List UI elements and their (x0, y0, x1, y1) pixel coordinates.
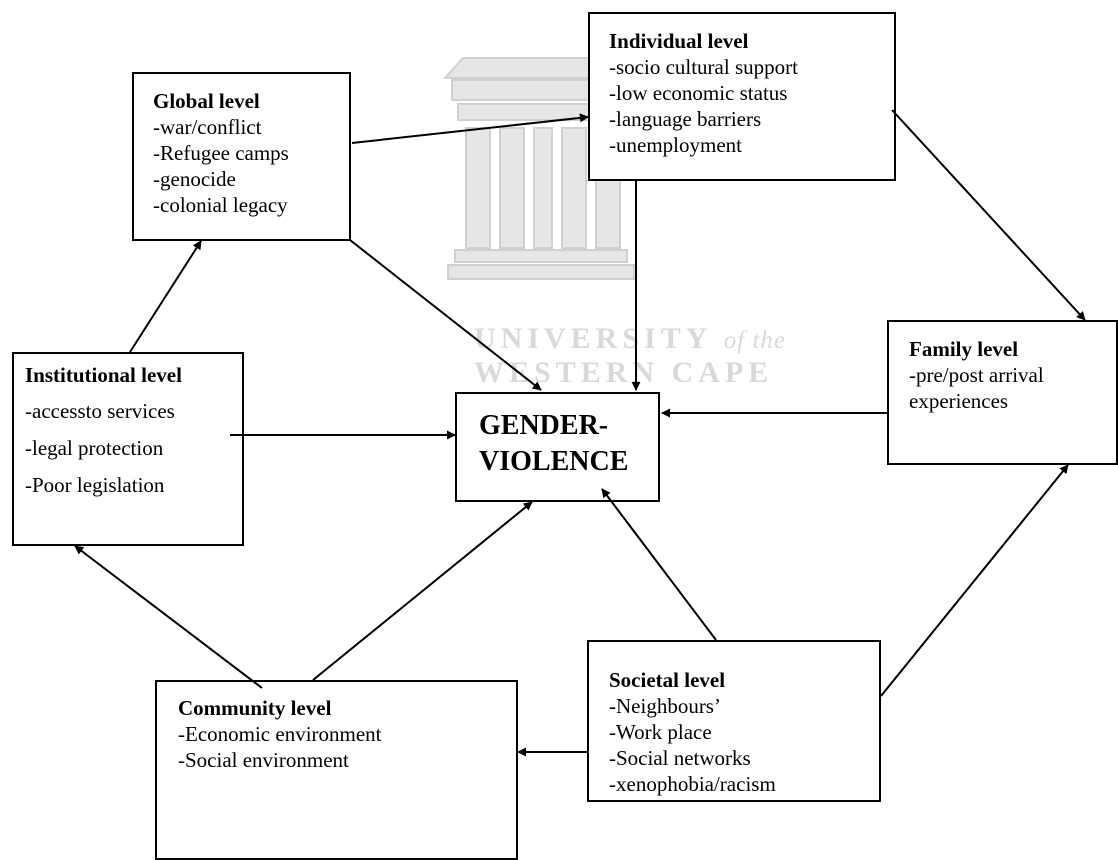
individual-item-1: -socio cultural support (609, 55, 798, 79)
institutional-item-1: -accessto services (25, 399, 175, 423)
societal-level-title: Societal level (609, 668, 726, 692)
individual-level-box: Individual level -socio cultural support… (588, 12, 896, 181)
gender-violence-line1: GENDER- (479, 410, 609, 441)
arrow-societal-to-family (880, 464, 1069, 697)
community-item-1: -Economic environment (178, 722, 382, 746)
societal-level-box: Societal level -Neighbours’ -Work place … (587, 640, 881, 802)
institutional-level-box: Institutional level -accessto services -… (12, 352, 244, 546)
individual-level-title: Individual level (609, 29, 749, 53)
societal-item-3: -Social networks (609, 746, 751, 770)
societal-item-4: -xenophobia/racism (609, 772, 776, 796)
institutional-level-title: Institutional level (25, 363, 182, 387)
family-item-2: experiences (909, 389, 1009, 413)
watermark-line2: WESTERN CAPE (474, 356, 773, 390)
institutional-item-3: -Poor legislation (25, 473, 165, 497)
family-level-title: Family level (909, 337, 1019, 361)
societal-item-1: -Neighbours’ (609, 694, 721, 718)
global-item-4: -colonial legacy (153, 193, 288, 217)
global-item-2: -Refugee camps (153, 141, 289, 165)
individual-item-2: -low economic status (609, 81, 788, 105)
arrow-individual-to-family (891, 109, 1086, 321)
arrow-institutional-to-global (129, 240, 202, 353)
family-level-box: Family level -pre/post arrival experienc… (887, 320, 1118, 465)
global-level-title: Global level (153, 89, 260, 113)
watermark-western-cape: WESTERN CAPE (474, 356, 774, 389)
arrow-global-to-individual (351, 113, 589, 144)
watermark-line1: UNIVERSITY of the (474, 322, 786, 356)
institutional-item-2: -legal protection (25, 436, 164, 460)
individual-item-4: -unemployment (609, 133, 742, 157)
community-level-title: Community level (178, 696, 332, 720)
global-item-1: -war/conflict (153, 115, 262, 139)
global-item-3: -genocide (153, 167, 236, 191)
community-level-box: Community level -Economic environment -S… (155, 680, 518, 860)
gender-violence-line2: VIOLENCE (479, 446, 629, 477)
global-level-box: Global level -war/conflict -Refugee camp… (132, 72, 351, 241)
watermark-of-the: of the (723, 327, 787, 354)
individual-item-3: -language barriers (609, 107, 762, 131)
arrow-societal-to-center (601, 488, 717, 641)
community-item-2: -Social environment (178, 748, 349, 772)
arrow-global-to-center (349, 239, 542, 391)
gender-violence-box: GENDER- VIOLENCE (455, 392, 660, 502)
family-item-1: -pre/post arrival (909, 363, 1044, 387)
societal-item-2: -Work place (609, 720, 712, 744)
arrow-community-to-center (312, 501, 533, 681)
watermark-university: UNIVERSITY (474, 322, 712, 355)
arrow-community-to-institutional (74, 545, 263, 689)
